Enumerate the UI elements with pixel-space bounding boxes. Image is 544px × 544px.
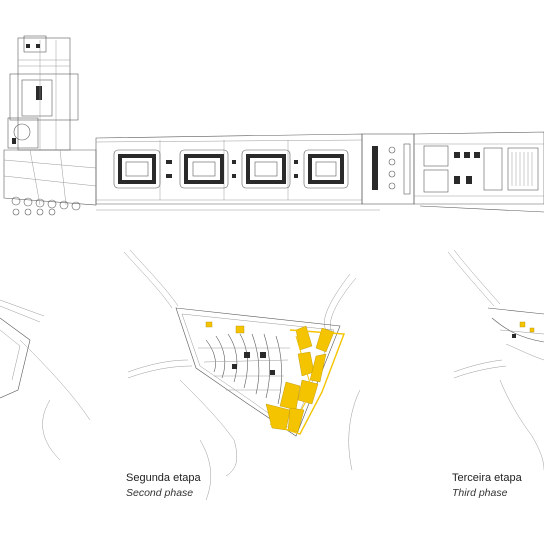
- phase-title-third: Terceira etapa: [452, 472, 522, 484]
- left-tower-plan: [7, 35, 79, 151]
- phase-subtitle-third: Third phase: [452, 487, 508, 499]
- court-3: [241, 149, 291, 189]
- court-1: [113, 149, 161, 189]
- court-4: [303, 149, 349, 189]
- third-phase-map-partial: [447, 249, 544, 471]
- second-phase-map: [123, 249, 361, 501]
- phase-title-second: Segunda etapa: [126, 472, 201, 484]
- second-phase-highlight: [205, 321, 345, 435]
- central-courts-strip: [95, 133, 380, 211]
- phase-subtitle-second: Second phase: [126, 487, 194, 499]
- master-floor-plan: [3, 35, 544, 216]
- connector-block: [361, 133, 415, 205]
- right-building-plan: [413, 131, 544, 213]
- first-phase-map-partial: [0, 299, 91, 461]
- left-base-platform: [3, 149, 97, 216]
- court-2: [179, 149, 229, 189]
